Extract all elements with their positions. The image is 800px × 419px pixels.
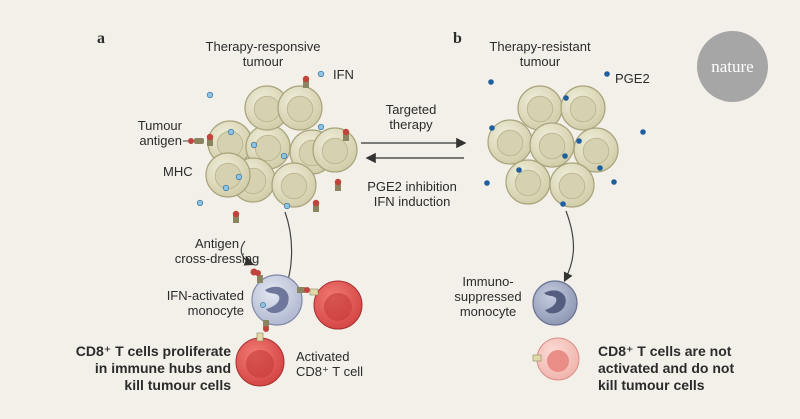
panel-a-summary: CD8⁺ T cells proliferate in immune hubs … xyxy=(18,343,231,394)
immunosuppressed-monocyte-label: Immuno- suppressed monocyte xyxy=(443,274,533,319)
tumour-cell xyxy=(277,85,323,131)
summary-a-line1: CD8⁺ T cells proliferate xyxy=(75,343,231,359)
pge2-dot xyxy=(576,138,582,144)
tumour-cell xyxy=(487,119,533,165)
summary-a-line2: in immune hubs and xyxy=(94,360,231,376)
mhc-antigen xyxy=(334,178,342,191)
pge2-ifn-label: PGE2 inhibition IFN induction xyxy=(352,179,472,209)
antigen-line2: cross-dressing xyxy=(174,251,260,266)
activated-t-cell-label: Activated CD8⁺ T cell xyxy=(296,349,363,379)
tumour-cluster-a xyxy=(205,75,358,223)
panel-label-b: b xyxy=(453,30,462,47)
tumour-antigen-line2: antigen xyxy=(139,133,182,148)
summary-b-line2: activated and do not xyxy=(598,360,735,376)
pge2-dot xyxy=(562,153,568,159)
summary-b-line1: CD8⁺ T cells are not xyxy=(598,343,732,359)
ifn-dot xyxy=(235,173,243,181)
tumour-antigen-line1: Tumour xyxy=(137,118,182,133)
ifn-induction-text: IFN induction xyxy=(373,194,451,209)
responsive-title-line2: tumour xyxy=(242,54,284,69)
ifn-dot xyxy=(250,141,258,149)
ifn-dot xyxy=(206,91,214,99)
ifn-activated-monocyte xyxy=(251,270,310,332)
tumour-cluster-b xyxy=(487,85,619,208)
responsive-title-line1: Therapy-responsive xyxy=(205,39,321,54)
ifn-dot xyxy=(222,184,230,192)
responsive-tumour-title: Therapy-responsive tumour xyxy=(183,39,343,69)
tumour-cell xyxy=(505,159,551,205)
mhc-antigen xyxy=(232,210,240,223)
pge2-dot xyxy=(484,180,490,186)
targeted-line1: Targeted xyxy=(385,102,437,117)
antigen-line1: Antigen xyxy=(194,236,240,251)
ifn-dot xyxy=(317,123,325,131)
summary-b-line3: kill tumour cells xyxy=(598,377,705,393)
pge2-dot xyxy=(597,165,603,171)
ifn-dot xyxy=(196,199,204,207)
inactive-t-cell xyxy=(532,337,580,381)
pge2-dot xyxy=(488,79,494,85)
pge2-dot xyxy=(563,95,569,101)
resistant-tumour-title: Therapy-resistant tumour xyxy=(470,39,610,69)
monocyte-b-line2: suppressed xyxy=(454,289,522,304)
activated-line1: Activated xyxy=(296,349,350,364)
tumour-antigen-label: Tumour antigen xyxy=(110,118,182,148)
pge2-dot xyxy=(640,129,646,135)
pge2-label: PGE2 xyxy=(615,71,650,86)
ifn-dot xyxy=(317,70,325,78)
nature-logo: nature xyxy=(697,31,768,102)
activated-line2: CD8⁺ T cell xyxy=(296,364,364,379)
signal-dots xyxy=(196,70,646,210)
panel-label-a: a xyxy=(97,30,105,47)
tumour-cell xyxy=(549,162,595,208)
t-cell-right xyxy=(309,280,363,330)
resistant-tumour-to-monocyte-arrow xyxy=(563,210,575,283)
tumour-cell xyxy=(529,122,575,168)
mhc-antigen xyxy=(312,199,320,212)
tumour-cell xyxy=(560,85,606,131)
ifn-activated-monocyte-label: IFN-activated monocyte xyxy=(140,288,244,318)
monocyte-a-line1: IFN-activated xyxy=(166,288,244,303)
tumour-antigen-marker xyxy=(188,138,204,144)
pge2-dot xyxy=(516,167,522,173)
pge2-inhibition-text: PGE2 inhibition xyxy=(367,179,457,194)
pge2-dot xyxy=(560,201,566,207)
ifn-dot xyxy=(283,202,291,210)
monocyte-b-line1: Immuno- xyxy=(462,274,514,289)
tumour-cell xyxy=(205,152,251,198)
summary-a-line3: kill tumour cells xyxy=(124,377,231,393)
mhc-antigen xyxy=(342,128,350,141)
antigen-cross-dressing-label: Antigen cross-dressing xyxy=(172,236,262,266)
ifn-dot xyxy=(280,152,288,160)
t-cell-bottom xyxy=(235,332,285,387)
ifn-label: IFN xyxy=(333,67,354,82)
pge2-dot xyxy=(489,125,495,131)
ifn-dot xyxy=(227,128,235,136)
targeted-therapy-label: Targeted therapy xyxy=(366,102,456,132)
tumour-cell xyxy=(271,162,317,208)
mhc-antigen xyxy=(302,75,310,88)
tumour-cell xyxy=(207,120,253,166)
tumour-cell xyxy=(244,85,290,131)
mhc-label: MHC xyxy=(163,164,193,179)
immunosuppressed-monocyte xyxy=(532,280,578,326)
panel-b-summary: CD8⁺ T cells are not activated and do no… xyxy=(598,343,734,394)
tumour-cell xyxy=(312,127,358,173)
resistant-title-line1: Therapy-resistant xyxy=(489,39,591,54)
pge2-dot xyxy=(611,179,617,185)
targeted-line2: therapy xyxy=(389,117,433,132)
monocyte-b-line3: monocyte xyxy=(459,304,517,319)
monocyte-a-line2: monocyte xyxy=(187,303,244,318)
mhc-antigen xyxy=(206,133,214,146)
antigen-arrow xyxy=(240,240,255,266)
resistant-title-line2: tumour xyxy=(519,54,561,69)
pge2-dot xyxy=(604,71,610,77)
tumour-cell xyxy=(573,127,619,173)
